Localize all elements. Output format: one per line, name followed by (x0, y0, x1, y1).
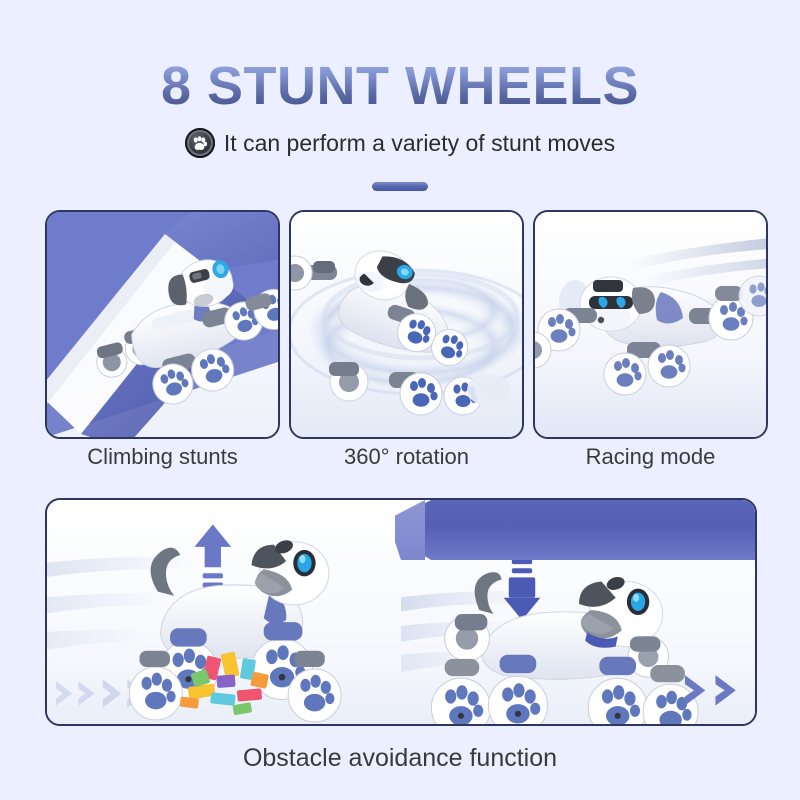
chevrons-right-icon (684, 675, 736, 706)
rotation-stunt-image (291, 212, 522, 437)
subtitle-row: It can perform a variety of stunt moves (0, 128, 800, 158)
racing-mode-image (535, 212, 766, 437)
feature-card-rotation[interactable] (289, 210, 524, 439)
caption-rotation: 360° rotation (344, 444, 469, 469)
arrow-down-icon (503, 559, 541, 621)
toy-blocks (179, 651, 269, 716)
page-title: 8 STUNT WHEELS (0, 55, 800, 117)
section-divider (372, 182, 428, 191)
caption-racing: Racing mode (585, 444, 716, 469)
obstacle-avoidance-panel[interactable] (45, 498, 757, 726)
climbing-stunt-image (47, 212, 278, 437)
dog-standing-image (47, 500, 401, 724)
caption-row: Climbing stunts 360° rotation Racing mod… (45, 444, 757, 470)
ribbon-banner (403, 500, 755, 560)
caption-obstacle-avoidance: Obstacle avoidance function (242, 744, 558, 772)
feature-card-row (45, 210, 768, 439)
obstacle-scene-left (47, 500, 401, 724)
subtitle-text: It can perform a variety of stunt moves (223, 129, 616, 156)
caption-climbing: Climbing stunts (87, 444, 238, 469)
feature-card-racing[interactable] (533, 210, 768, 439)
paw-icon (184, 128, 215, 158)
feature-card-climbing[interactable] (45, 210, 280, 439)
